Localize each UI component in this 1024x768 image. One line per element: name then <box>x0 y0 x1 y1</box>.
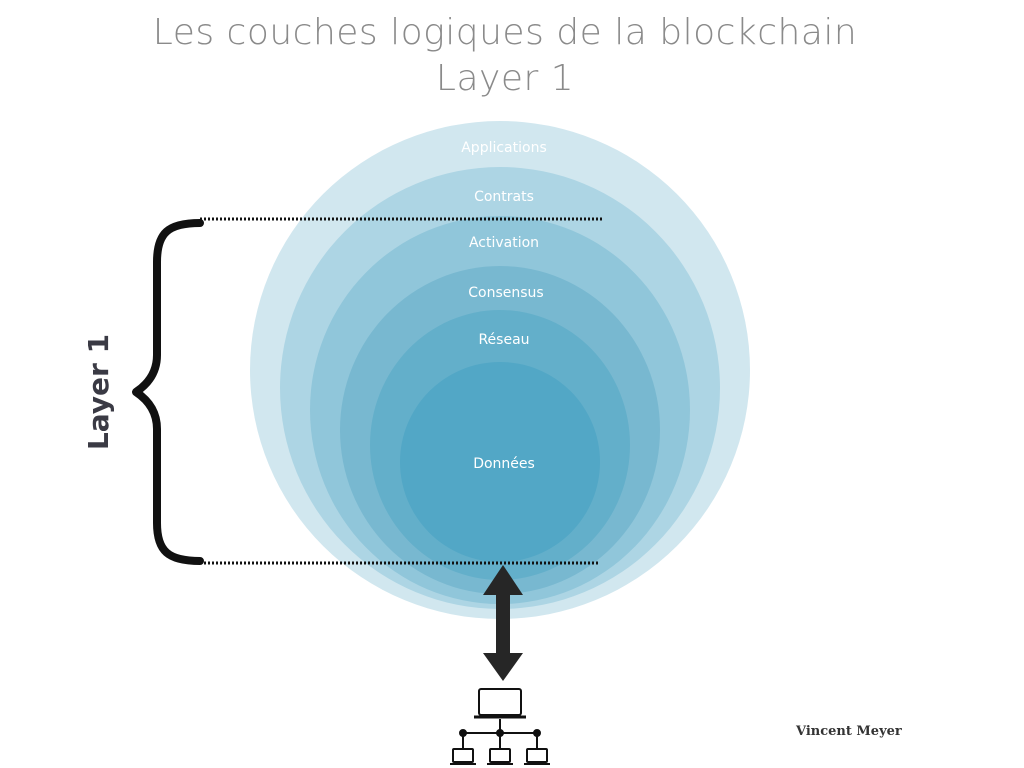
layer-circles <box>250 121 750 619</box>
layer-label-reseau: Réseau <box>478 332 529 348</box>
curly-brace <box>132 219 204 565</box>
bracket-label: Layer 1 <box>82 334 115 450</box>
layer-donnees-circle <box>400 362 600 562</box>
author-name: Vincent Meyer <box>796 724 902 739</box>
layer-label-activation: Activation <box>469 235 539 251</box>
layer-label-applications: Applications <box>461 140 547 156</box>
layer-label-consensus: Consensus <box>468 285 543 301</box>
page-subtitle: Layer 1 <box>435 58 575 99</box>
layer-labels: Applications Contrats Activation Consens… <box>461 140 547 472</box>
layer-label-contrats: Contrats <box>474 189 534 205</box>
computer-network-icon <box>450 688 550 765</box>
double-arrow-icon <box>483 565 523 681</box>
page-title: Les couches logiques de la blockchain <box>152 12 858 53</box>
layer-label-donnees: Données <box>473 456 535 472</box>
